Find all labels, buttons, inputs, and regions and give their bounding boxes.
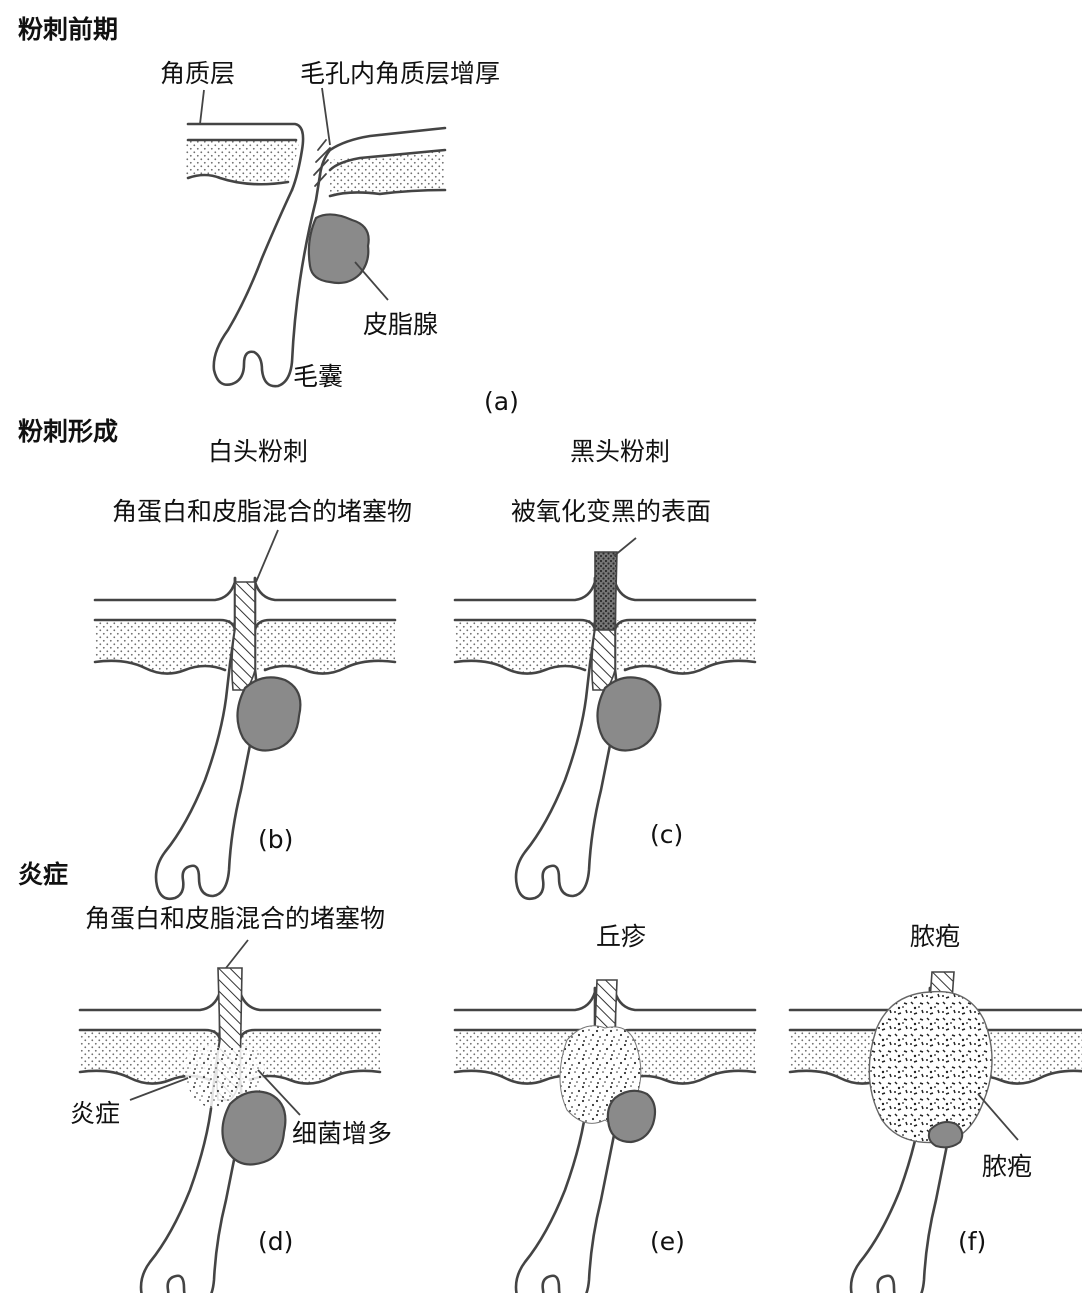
panel-label-f: (f) (958, 1227, 986, 1256)
panel-f: 脓疱 脓疱 (f) (788, 922, 1082, 1293)
blackhead-plug-hatched (591, 629, 616, 691)
label-stratum-corneum: 角质层 (160, 59, 235, 88)
sebaceous-gland-c (596, 676, 662, 752)
sebaceous-gland-shape (307, 213, 370, 285)
panel-label-d: (d) (258, 1227, 293, 1256)
label-hair-follicle: 毛囊 (293, 362, 343, 391)
blackhead-plug-dark (594, 551, 618, 631)
sebaceous-gland-e (606, 1089, 657, 1144)
panel-b: 白头粉刺 角蛋白和皮脂混合的堵塞物 (b) (93, 437, 412, 901)
label-sebaceous-gland: 皮脂腺 (363, 310, 438, 339)
whitehead-plug (231, 581, 256, 691)
label-oxidized-surface: 被氧化变黑的表面 (511, 497, 711, 526)
label-keratin-sebum-plug-d: 角蛋白和皮脂混合的堵塞物 (85, 904, 385, 933)
label-pore-thickening: 毛孔内角质层增厚 (300, 59, 500, 88)
panel-e: 丘疹 (e) (453, 922, 757, 1293)
panel-a: 角质层 毛孔内角质层增厚 皮脂腺 毛囊 (a) (160, 59, 519, 416)
label-keratin-sebum-plug-b: 角蛋白和皮脂混合的堵塞物 (112, 497, 412, 526)
blackhead-title: 黑头粉刺 (570, 437, 670, 466)
label-pustule: 脓疱 (982, 1152, 1032, 1181)
panel-label-c: (c) (650, 820, 683, 849)
sebaceous-gland-f (927, 1121, 964, 1149)
panel-c: 黑头粉刺 被氧化变黑的表面 (c) (453, 437, 757, 901)
sebaceous-gland-b (236, 676, 302, 752)
inflammation-zone-d (184, 1045, 265, 1108)
pustule-pus-area (868, 990, 993, 1144)
section-title-pre-comedone: 粉刺前期 (18, 15, 118, 44)
panel-label-a: (a) (484, 387, 519, 416)
sebaceous-gland-d (221, 1090, 287, 1166)
panel-label-b: (b) (258, 825, 293, 854)
pustule-title: 脓疱 (910, 922, 960, 951)
panel-d: 角蛋白和皮脂混合的堵塞物 炎症 细菌增多 (d) (70, 904, 392, 1293)
whitehead-title: 白头粉刺 (208, 437, 308, 466)
papule-plug (594, 979, 618, 1031)
papule-title: 丘疹 (596, 922, 646, 951)
section-title-comedone-formation: 粉刺形成 (18, 417, 118, 446)
label-inflammation: 炎症 (70, 1099, 120, 1128)
label-bacteria-increase: 细菌增多 (292, 1119, 392, 1148)
section-title-inflammation: 炎症 (18, 860, 68, 889)
panel-label-e: (e) (650, 1227, 685, 1256)
